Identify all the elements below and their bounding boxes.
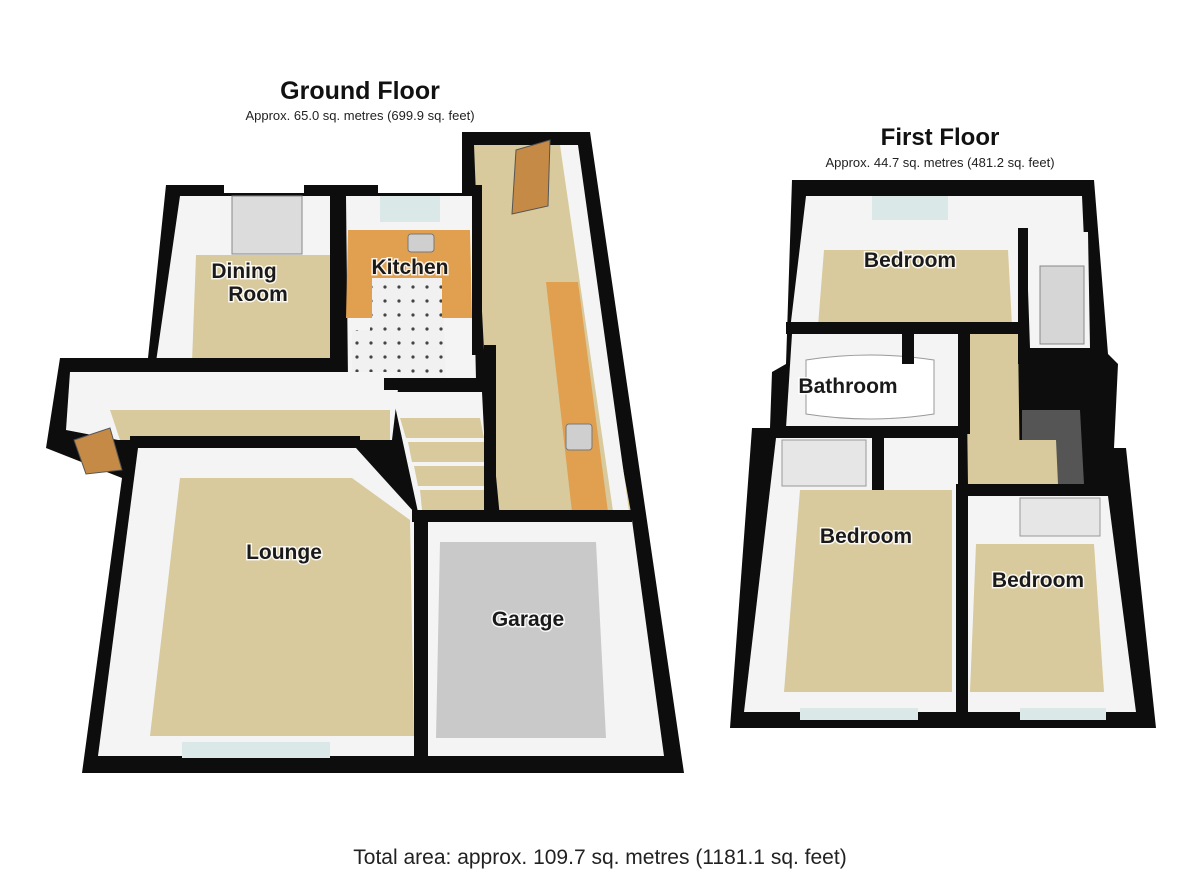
kitchen-label: Kitchen [371, 256, 448, 279]
left-bedroom-carpet [784, 490, 952, 692]
shower-enclosure [1039, 265, 1085, 345]
right-bedroom-wardrobe [1019, 497, 1101, 537]
bathtub [805, 354, 935, 420]
ground-floor-title: Ground Floor [280, 77, 440, 105]
first-floor-plan: Bedroom Bathroom Bedroom Bedroom [730, 180, 1156, 728]
kitchen-tiles [352, 278, 446, 378]
landing-floor [966, 334, 1020, 486]
entrance-corridor-carpet [110, 410, 390, 440]
kitchen-sink [407, 233, 435, 253]
side-door [73, 427, 123, 475]
left-bedroom-wardrobe [781, 439, 867, 487]
top-bedroom-carpet [818, 250, 1012, 326]
dining-room-glazed-door [231, 195, 303, 255]
dining-room-carpet [192, 255, 334, 362]
first-floor-area: Approx. 44.7 sq. metres (481.2 sq. feet) [825, 155, 1055, 170]
ground-floor-stairs [392, 392, 488, 512]
first-floor-title: First Floor [880, 124, 1000, 151]
utility-worktop [546, 282, 608, 512]
lounge-label: Lounge [246, 541, 322, 564]
bathroom-label: Bathroom [798, 375, 897, 398]
right-bedroom-carpet [970, 544, 1104, 692]
left-bedroom-window [800, 708, 918, 720]
first-floor-interior-walls [772, 228, 1114, 724]
ground-floor-plan: Dining Room Kitchen Lounge Garage [46, 132, 684, 773]
top-bedroom-window [872, 196, 948, 220]
dining-room-label-line-1: Dining [211, 260, 276, 283]
dining-room-label-line-2: Room [228, 283, 288, 306]
left-bedroom-label: Bedroom [820, 525, 912, 548]
ground-floor-interior-walls [130, 185, 632, 762]
kitchen-window [380, 196, 440, 222]
ground-floor-area: Approx. 65.0 sq. metres (699.9 sq. feet) [245, 108, 475, 123]
kitchen-worktop [346, 230, 472, 318]
garage-label: Garage [492, 608, 564, 631]
first-floor-stair-top [1018, 440, 1058, 484]
right-bedroom-window [1020, 708, 1106, 720]
utility-sink [565, 423, 593, 451]
garage-concrete [436, 542, 606, 738]
top-bedroom-label: Bedroom [864, 249, 956, 272]
front-door [511, 139, 551, 215]
total-area-caption: Total area: approx. 109.7 sq. metres (11… [353, 846, 847, 869]
hallway-right-wall-face [560, 145, 630, 518]
right-bedroom-label: Bedroom [992, 569, 1084, 592]
lounge-carpet [150, 478, 414, 736]
lounge-window [182, 742, 330, 758]
